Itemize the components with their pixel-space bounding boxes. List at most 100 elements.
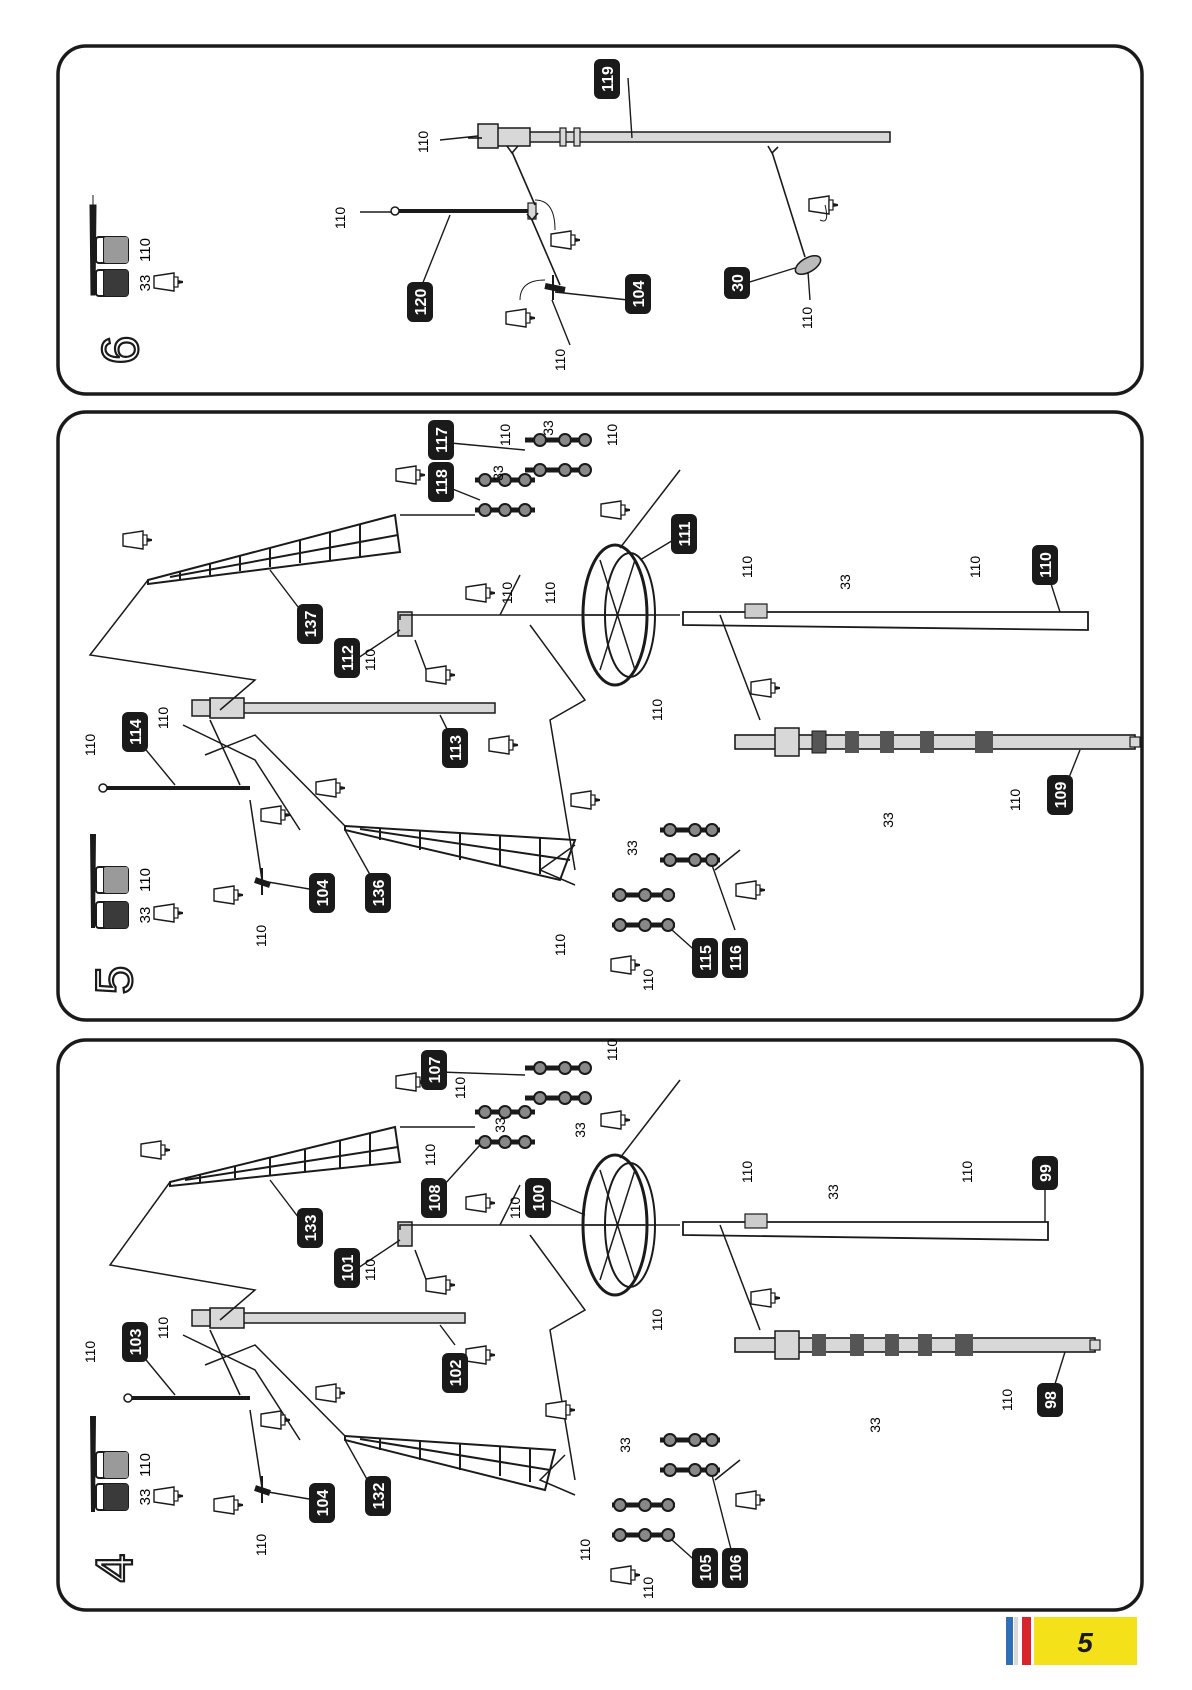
page-number: 5 — [1077, 1627, 1093, 1658]
callout-107: 107 — [421, 1050, 447, 1090]
paint-label-110: 110 — [137, 238, 154, 262]
glue-icon — [153, 272, 184, 292]
label-110: 110 — [604, 424, 620, 447]
step-4-panel: 4 33 110 — [56, 1038, 1144, 1612]
svg-text:120: 120 — [413, 289, 430, 316]
label-33: 33 — [540, 420, 556, 436]
callout-120: 120 — [407, 282, 433, 322]
callout-133: 133 — [297, 1208, 323, 1248]
label-33: 33 — [617, 1437, 633, 1453]
svg-text:107: 107 — [427, 1057, 444, 1084]
label-110: 110 — [577, 1539, 593, 1562]
label-110: 110 — [739, 556, 755, 579]
label-110: 110 — [649, 699, 665, 722]
yard-103 — [123, 1393, 250, 1403]
step-5-panel: 5 33 110 — [56, 410, 1144, 1022]
glue-leaders-step6 — [519, 199, 828, 301]
label-33: 33 — [624, 840, 640, 856]
svg-text:111: 111 — [677, 521, 694, 546]
label-33: 33 — [572, 1122, 588, 1138]
svg-text:112: 112 — [340, 645, 357, 671]
svg-text:103: 103 — [128, 1329, 145, 1356]
label-33: 33 — [490, 465, 506, 481]
paint-pot-110-icon — [95, 236, 129, 264]
step-6-number: 6 — [92, 336, 150, 365]
label-110: 110 — [82, 1341, 98, 1364]
step-5-number: 5 — [86, 966, 144, 995]
callout-111: 111 — [671, 514, 697, 554]
step-4-frame — [56, 1038, 1144, 1612]
lower-mast-98 — [734, 1330, 1101, 1360]
svg-text:98: 98 — [1043, 1391, 1060, 1409]
callout-100: 100 — [525, 1178, 551, 1218]
part-104-step5 — [254, 868, 271, 895]
callout-101: 101 — [334, 1248, 360, 1288]
deadeye-group-108 — [475, 1105, 535, 1149]
assembly-arrows-step6 — [468, 137, 806, 286]
callout-115: 115 — [692, 938, 718, 978]
step-5-paint-legend: 33 110 — [90, 824, 184, 929]
mast-part-119 — [477, 123, 891, 149]
label-110: 110 — [967, 556, 983, 579]
callout-leaders-step5 — [141, 441, 1081, 956]
deadeye-group-117 — [525, 433, 592, 477]
svg-text:137: 137 — [303, 611, 320, 638]
callout-110: 110 — [1032, 545, 1058, 585]
label-110: 110 — [155, 707, 171, 730]
callout-98: 98 — [1037, 1383, 1063, 1417]
deadeye-group-105 — [612, 1498, 675, 1542]
callout-102: 102 — [442, 1353, 468, 1393]
svg-text:100: 100 — [531, 1185, 548, 1212]
label-110: 110 — [253, 1534, 269, 1557]
callout-117: 117 — [428, 420, 454, 460]
step-4-number: 4 — [86, 1554, 144, 1583]
step-4-paint-legend: 33 110 — [90, 1406, 184, 1512]
label-110: 110 — [640, 969, 656, 992]
accent-bar-blue — [1006, 1617, 1013, 1665]
lower-mast-109 — [734, 727, 1141, 757]
label-110: 110 — [422, 1144, 438, 1167]
paintbrush-icon — [89, 195, 97, 296]
svg-text:113: 113 — [448, 735, 465, 761]
crosstree-110 — [682, 603, 1089, 631]
paintbrush-icon — [90, 1406, 96, 1512]
assembly-lines-step5 — [88, 469, 761, 886]
svg-text:106: 106 — [728, 1555, 745, 1582]
callout-118: 118 — [428, 462, 454, 502]
label-110: 110 — [452, 1077, 468, 1100]
page-number-tab: 5 — [1006, 1617, 1137, 1665]
callout-119: 119 — [594, 59, 620, 99]
callout-104: 104 — [625, 274, 651, 314]
label-33: 33 — [492, 1117, 508, 1133]
svg-text:101: 101 — [340, 1255, 357, 1282]
ratline-133 — [169, 1125, 402, 1188]
topmast-102 — [191, 1307, 466, 1329]
callout-109: 109 — [1047, 775, 1073, 815]
callout-103: 103 — [122, 1322, 148, 1362]
paint-pot-33-icon — [95, 901, 129, 929]
labels-33-step4: 33 33 33 33 33 — [492, 1117, 883, 1453]
step-5-frame — [56, 410, 1144, 1022]
label-110: 110 — [649, 1309, 665, 1332]
label-110: 110 — [542, 582, 558, 605]
svg-text:104: 104 — [631, 281, 648, 308]
labels-110-step5: 110 110 110 110 110 110 110 110 110 110 … — [82, 424, 1023, 992]
step-6-paint-legend: 33 110 — [89, 195, 184, 297]
labels-33-step5: 33 33 33 33 33 — [490, 420, 896, 856]
paint-pot-110-icon — [95, 866, 129, 894]
label-33: 33 — [825, 1184, 841, 1200]
paintbrush-icon — [90, 824, 96, 928]
label-110: 110 — [362, 649, 378, 672]
label-33: 33 — [867, 1417, 883, 1433]
paint-pot-33-icon — [95, 1483, 129, 1511]
label-110: 110 — [552, 349, 568, 372]
cap-112 — [397, 611, 413, 637]
callout-106: 106 — [722, 1548, 748, 1588]
part-30 — [794, 254, 822, 276]
svg-text:115: 115 — [698, 945, 715, 971]
label-110: 110 — [155, 1317, 171, 1340]
svg-text:116: 116 — [728, 945, 745, 971]
callout-99: 99 — [1032, 1156, 1058, 1190]
callout-105: 105 — [692, 1548, 718, 1588]
accent-bar-gray — [1014, 1617, 1018, 1665]
